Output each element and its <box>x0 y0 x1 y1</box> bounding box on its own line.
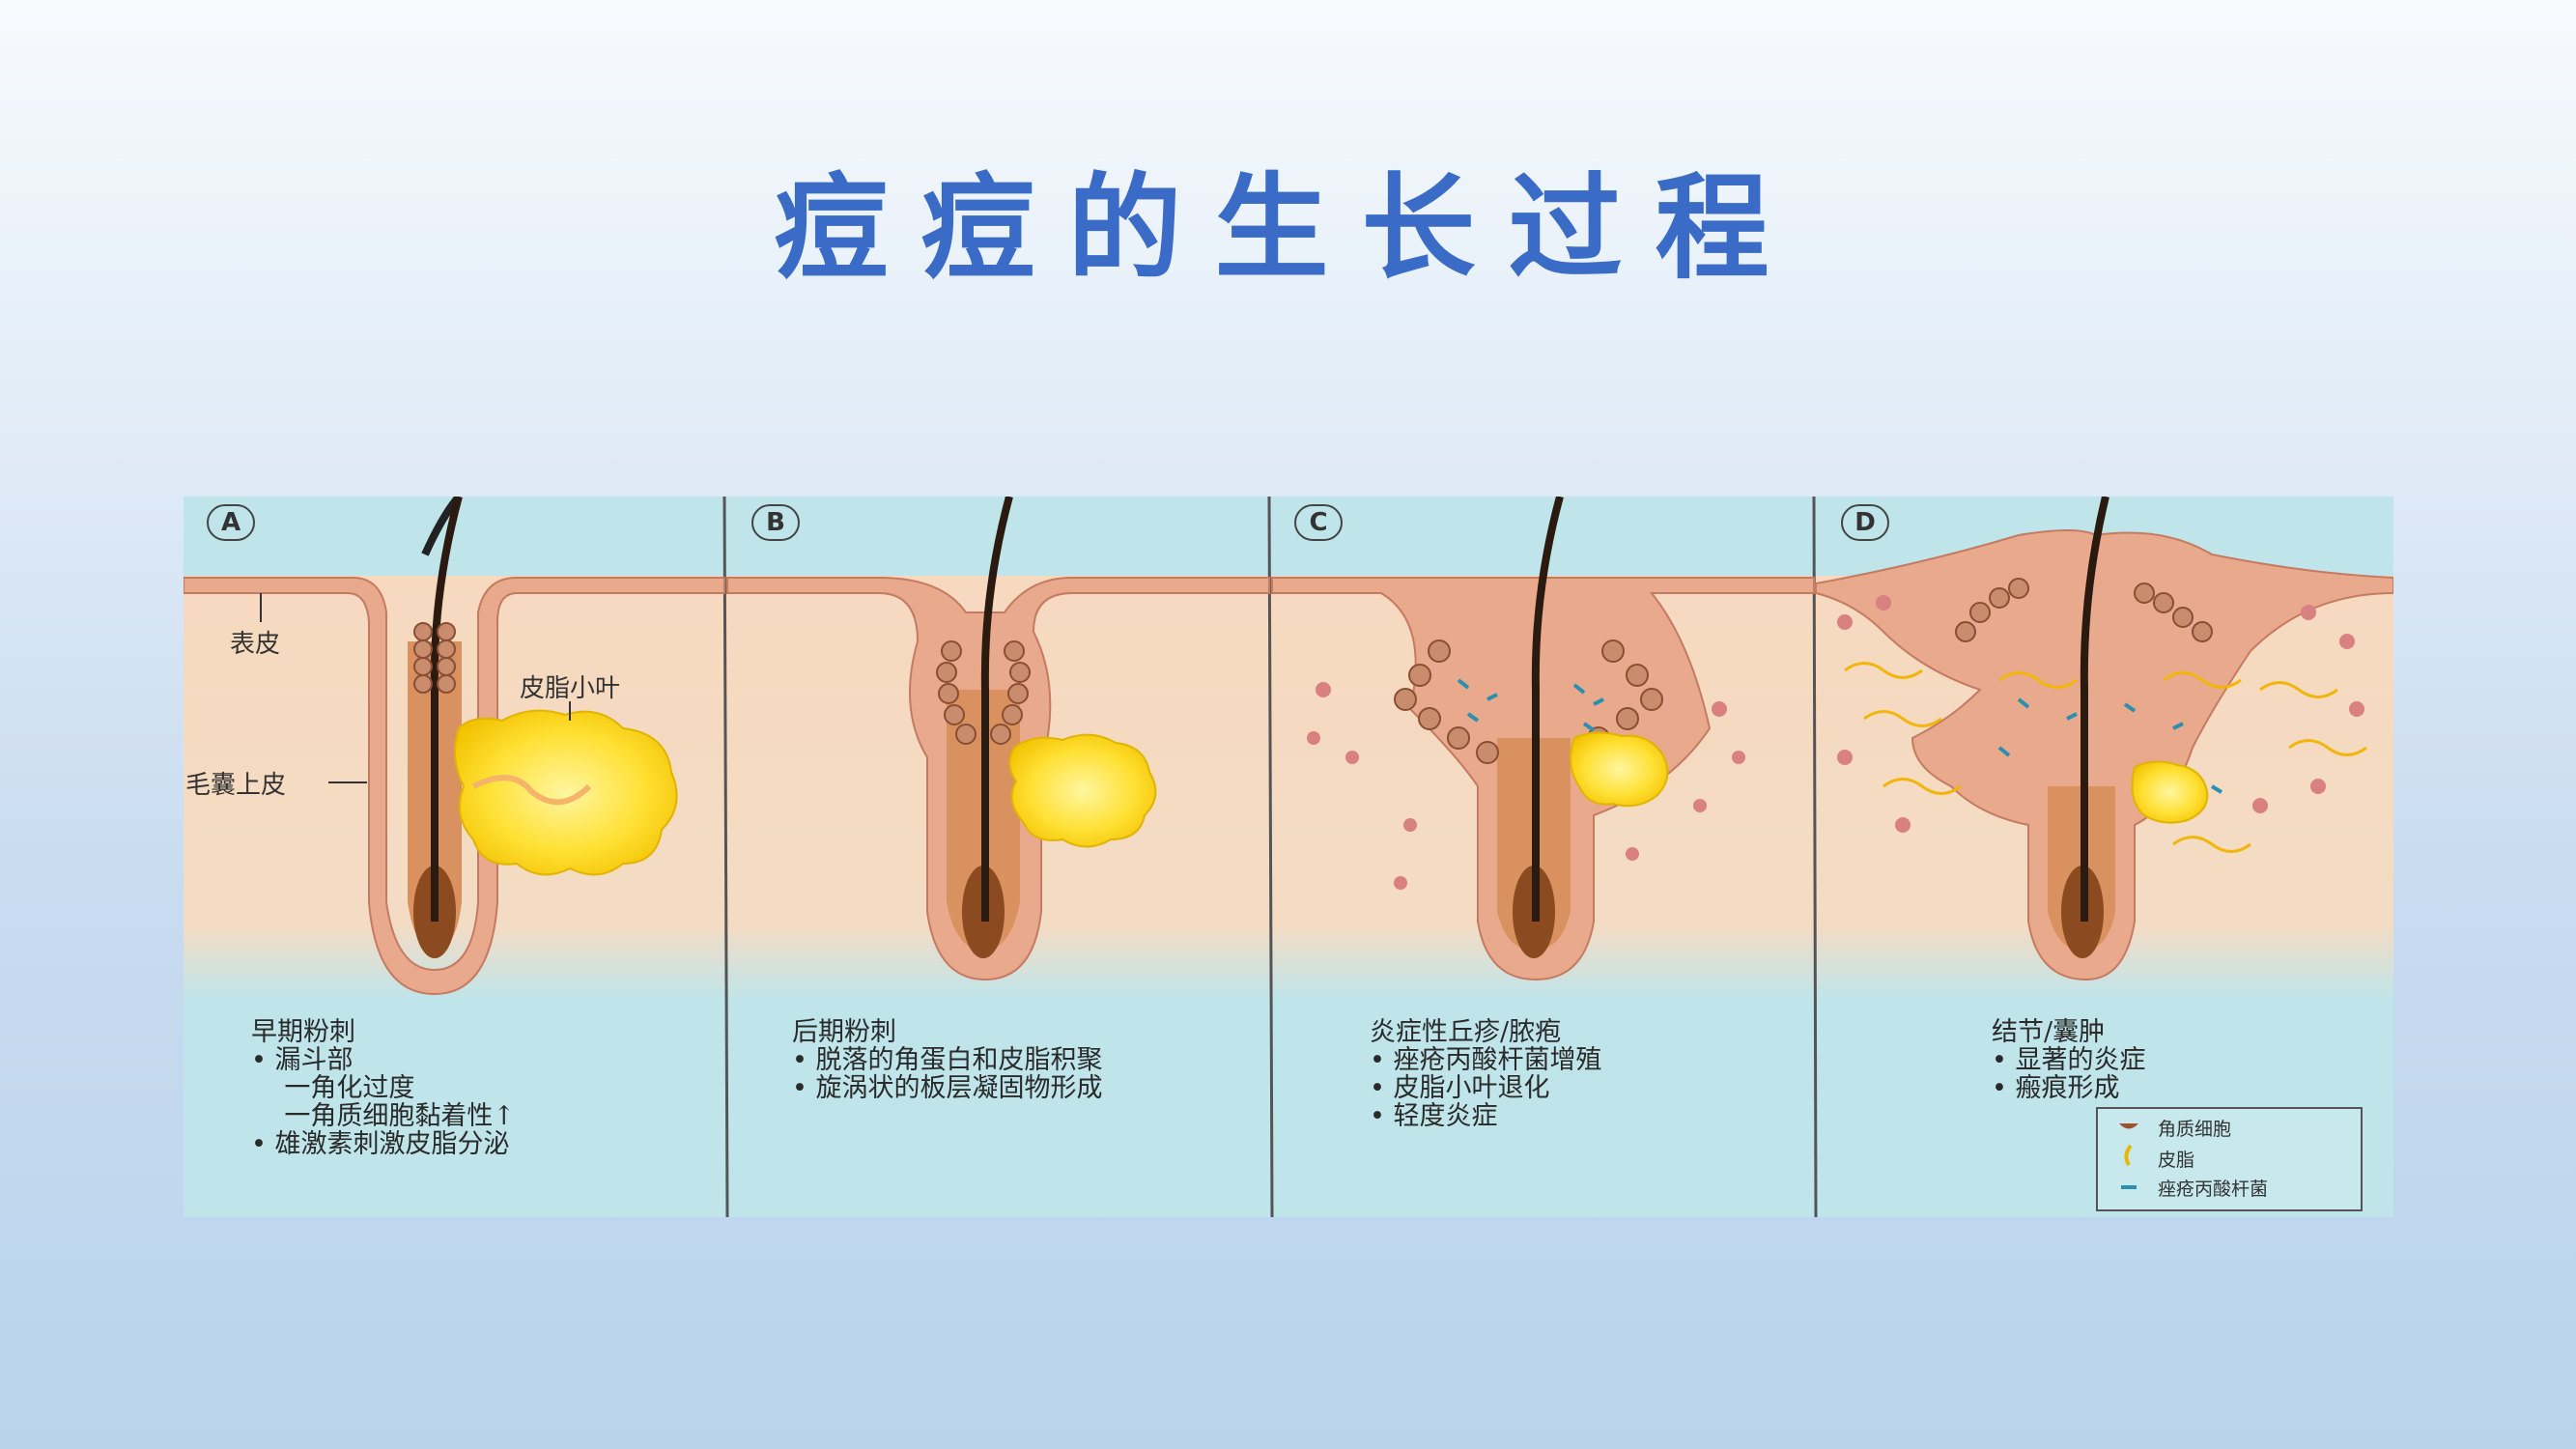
panel-a-letter: A <box>207 504 255 541</box>
panel-divider <box>1812 497 1818 1217</box>
panel-divider <box>722 497 729 1217</box>
panel-d-caption: 结节/囊肿 • 显著的炎症 • 瘢痕形成 <box>1992 1017 2146 1103</box>
panel-c-follicle <box>1271 497 1815 981</box>
bacteria-icon <box>2121 1185 2137 1189</box>
acne-progression-figure: A B C D 表皮 皮脂小叶 毛囊上皮 早期粉刺 • 漏斗部 一角化过度 一角… <box>184 497 2393 1217</box>
sebaceous-gland-d <box>2131 760 2209 824</box>
panel-d-letter: D <box>1841 504 1889 541</box>
sebaceous-gland-a <box>454 709 678 876</box>
epidermis-label: 表皮 <box>230 630 281 659</box>
follicular-epithelium-label: 毛囊上皮 <box>185 771 287 800</box>
panel-a-caption: 早期粉刺 • 漏斗部 一角化过度 一角质细胞黏着性↑ • 雄激素刺激皮脂分泌 <box>251 1017 515 1159</box>
sebaceous-gland-c <box>1570 731 1669 808</box>
panel-c-caption: 炎症性丘疹/脓疱 • 痤疮丙酸杆菌增殖 • 皮脂小叶退化 • 轻度炎症 <box>1370 1017 1602 1131</box>
legend-label-keratinocyte: 角质细胞 <box>2158 1119 2232 1140</box>
sebaceous-gland-b <box>1008 733 1157 848</box>
panel-b-follicle <box>726 497 1270 981</box>
slide-title: 痘痘的生长过程 <box>774 161 1802 295</box>
panel-b-letter: B <box>751 504 800 541</box>
legend-label-sebum: 皮脂 <box>2158 1150 2195 1171</box>
panel-d-follicle <box>1815 497 2393 981</box>
legend-label-bacteria: 痤疮丙酸杆菌 <box>2158 1179 2269 1200</box>
panel-c-letter: C <box>1294 504 1343 541</box>
skin-illustration <box>184 497 2393 1217</box>
sebum-icon <box>2124 1144 2133 1167</box>
keratinocyte-icon <box>2119 1123 2138 1129</box>
panel-divider <box>1267 497 1274 1217</box>
sebaceous-lobule-label: 皮脂小叶 <box>520 674 621 703</box>
panel-a-follicle <box>184 497 725 996</box>
figure-legend: 角质细胞 皮脂 痤疮丙酸杆菌 <box>2096 1107 2363 1211</box>
panel-b-caption: 后期粉刺 • 脱落的角蛋白和皮脂积聚 • 旋涡状的板层凝固物形成 <box>792 1017 1103 1103</box>
